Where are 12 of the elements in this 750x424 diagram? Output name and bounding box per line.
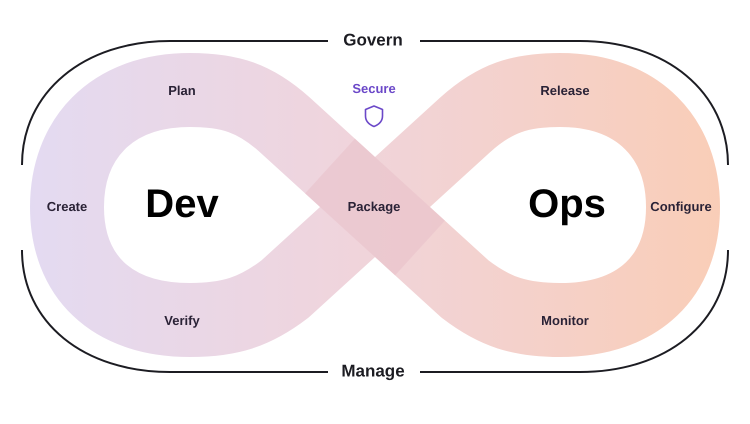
bracket-label: Govern (342, 32, 404, 50)
stage-label: Create (46, 200, 88, 214)
stage-label: Plan (168, 84, 196, 98)
stage-label: Monitor (541, 314, 589, 328)
loop-heading: Ops (528, 182, 606, 226)
bracket-label: Manage (340, 362, 406, 382)
stage-label: Release (540, 84, 590, 98)
stage-label: Secure (352, 82, 396, 96)
stage-label: Configure (650, 200, 712, 214)
stage-label: Verify (164, 314, 200, 328)
stage-label: Package (348, 200, 400, 214)
loop-heading: Dev (145, 182, 219, 226)
